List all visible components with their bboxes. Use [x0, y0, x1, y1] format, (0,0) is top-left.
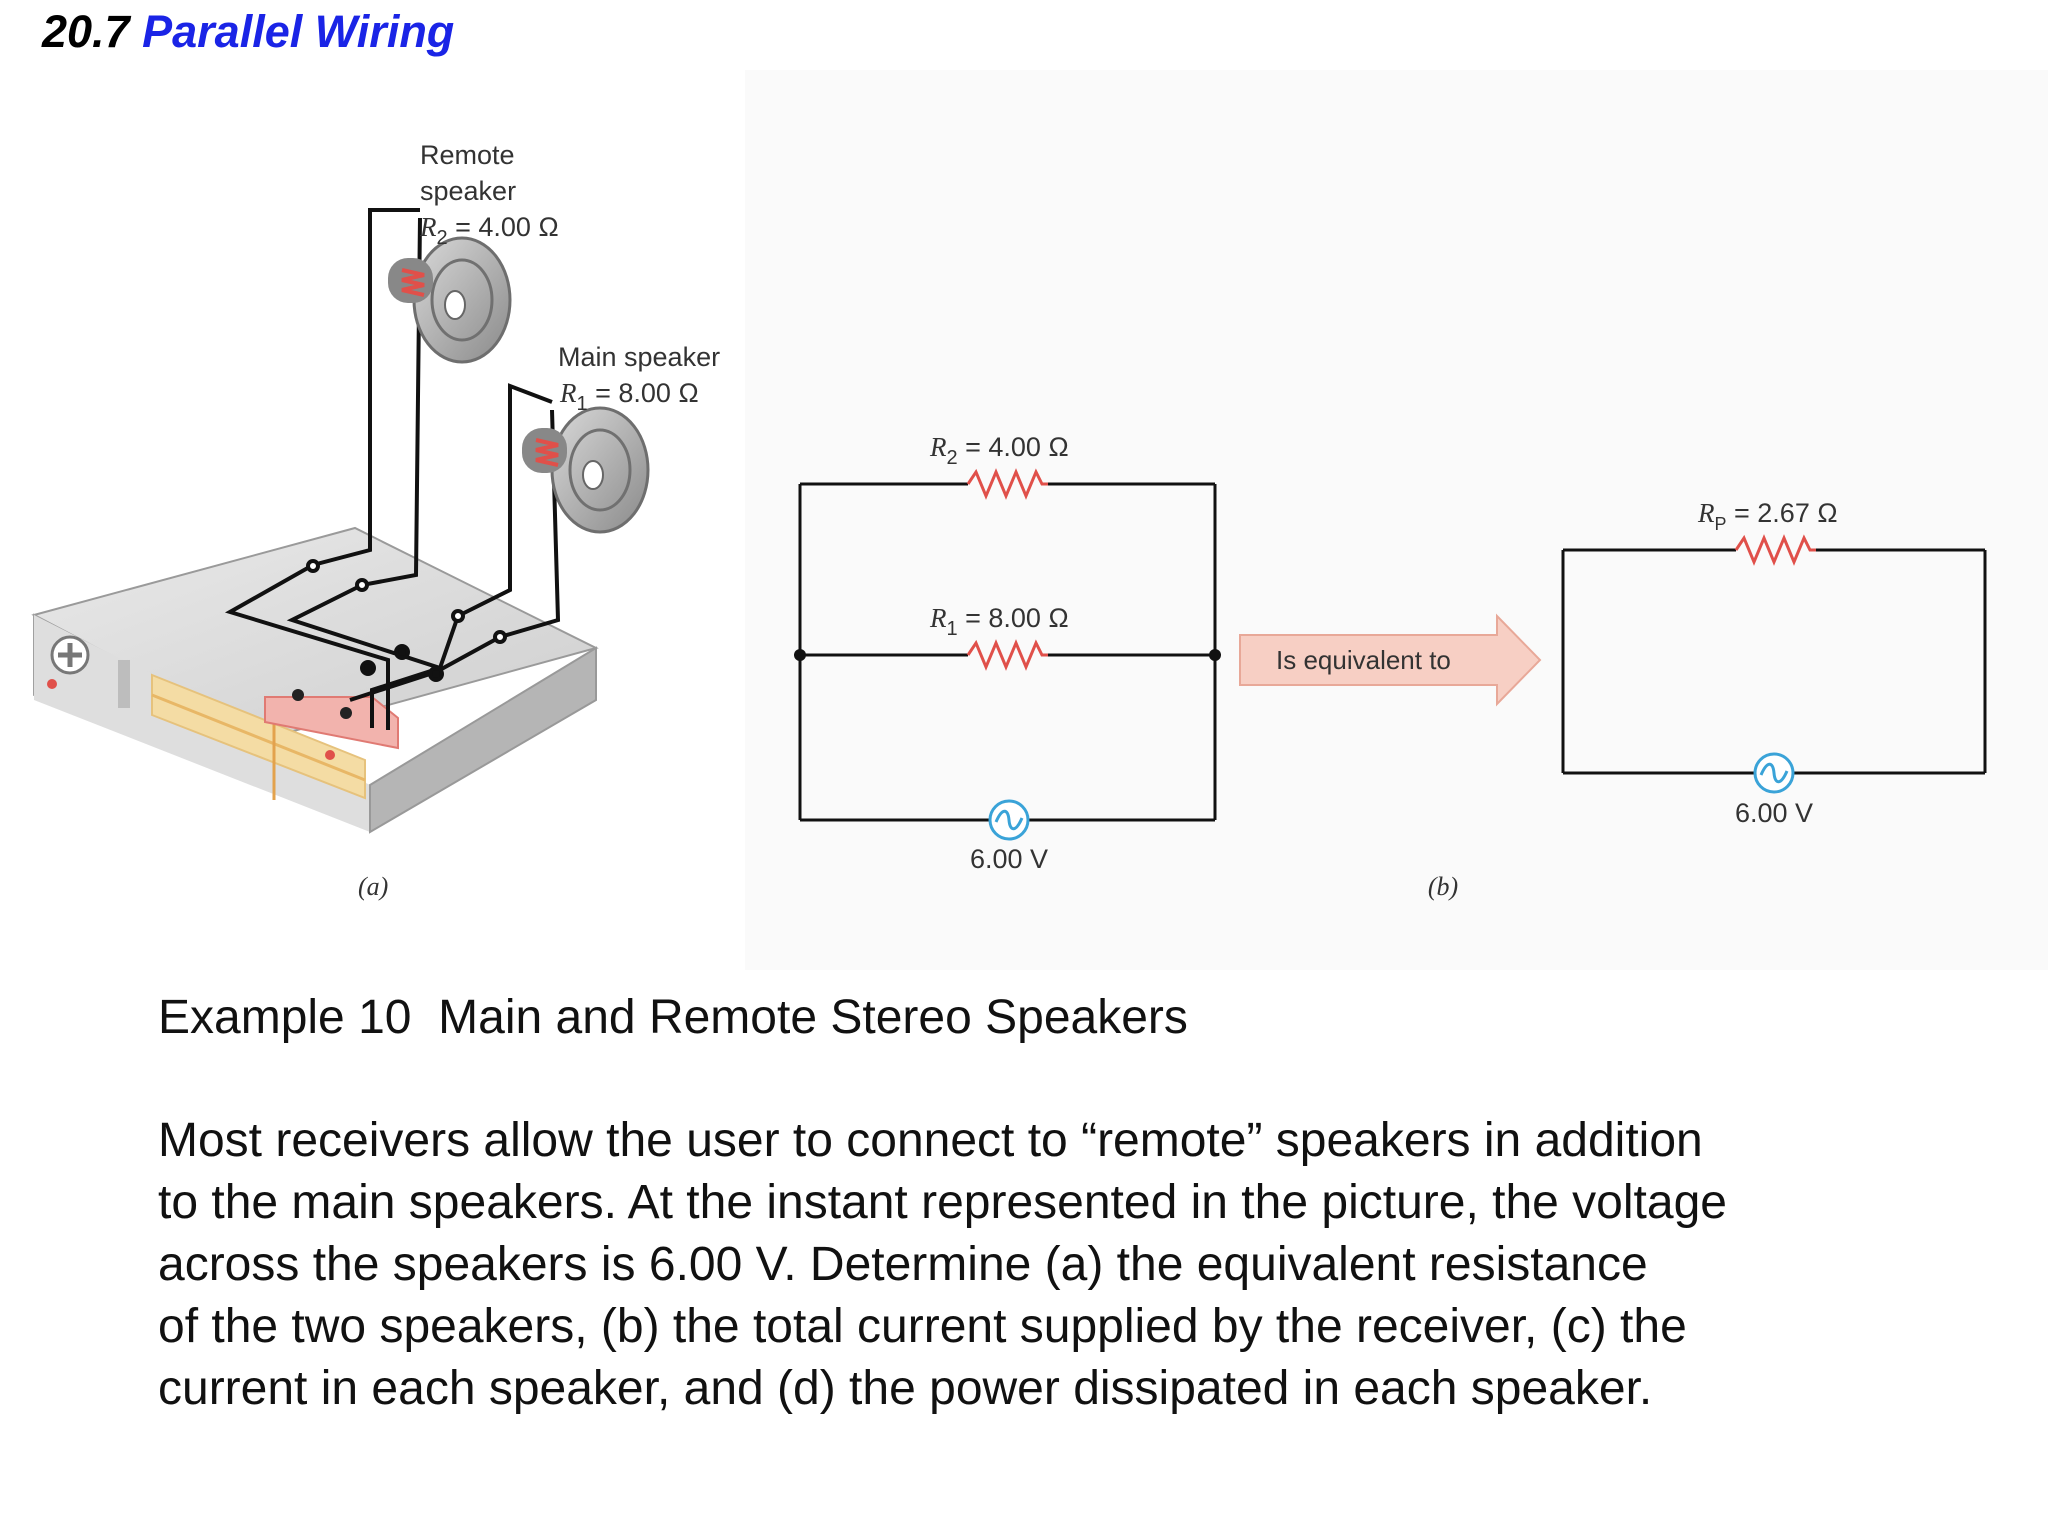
- figure-a-caption: (a): [358, 872, 388, 901]
- source-wave: [994, 809, 1024, 831]
- r1-subscript: 1: [577, 393, 588, 415]
- circuit-node-left: [794, 649, 806, 661]
- arrow-label: Is equivalent to: [1276, 645, 1451, 675]
- r2-subscript: 2: [947, 447, 958, 469]
- section-number: 20.7: [42, 6, 130, 57]
- main-speaker-coil: [535, 438, 559, 467]
- r2-value: = 4.00 Ω: [958, 432, 1069, 462]
- r1-resistor-symbol: [966, 639, 1048, 671]
- remote-speaker-coil: [401, 268, 425, 297]
- r1-symbol: R: [929, 603, 947, 633]
- problem-statement: Most receivers allow the user to connect…: [158, 1110, 1938, 1420]
- receiver-wiring: [224, 208, 561, 730]
- rp-resistor-symbol: [1734, 534, 1816, 566]
- wire-junction: [394, 644, 410, 660]
- speaker-dome: [444, 290, 466, 320]
- r2-subscript: 2: [437, 227, 448, 249]
- problem-line: across the speakers is 6.00 V. Determine…: [158, 1238, 1648, 1291]
- circuit-r1-label: R1 = 8.00 Ω: [929, 603, 1069, 640]
- wire-clip: [355, 578, 369, 592]
- rp-label: RP = 2.67 Ω: [1697, 498, 1838, 534]
- r1-symbol: R: [559, 378, 577, 408]
- equivalent-voltage-label: 6.00 V: [1735, 798, 1813, 828]
- rp-value: = 2.67 Ω: [1727, 498, 1838, 528]
- r2-symbol: R: [419, 212, 437, 242]
- main-speaker-resistance: R1 = 8.00 Ω: [559, 378, 699, 415]
- wire-clip: [493, 630, 507, 644]
- receiver-illustration: [31, 526, 599, 834]
- main-speaker-label: Main speaker: [558, 342, 720, 372]
- power-knob-mark: [58, 643, 82, 667]
- speaker-dome: [582, 460, 604, 490]
- problem-line: of the two speakers, (b) the total curre…: [158, 1300, 1687, 1353]
- remote-speaker-illustration: [388, 236, 512, 364]
- wire-junction: [360, 660, 376, 676]
- section-name: Parallel Wiring: [142, 6, 455, 57]
- equivalence-arrow: Is equivalent to: [1239, 613, 1542, 707]
- remote-speaker-label-line1: Remote: [420, 140, 515, 170]
- main-speaker-illustration: [522, 406, 650, 534]
- problem-line: Most receivers allow the user to connect…: [158, 1114, 1703, 1167]
- rp-subscript: P: [1715, 514, 1727, 534]
- rp-symbol: R: [1697, 498, 1715, 528]
- wire-main-a: [438, 383, 553, 669]
- wire-clip: [451, 609, 465, 623]
- wire-remote-b: [286, 217, 447, 728]
- slide-title: 20.7 Parallel Wiring: [42, 6, 454, 58]
- problem-line: to the main speakers. At the instant rep…: [158, 1176, 1727, 1229]
- terminal-right: [340, 707, 352, 719]
- problem-line: current in each speaker, and (d) the pow…: [158, 1362, 1653, 1415]
- arrow-shape: [1239, 613, 1542, 707]
- example-title: Example 10 Main and Remote Stereo Speake…: [158, 991, 1188, 1044]
- remote-speaker-resistance: R2 = 4.00 Ω: [419, 212, 559, 249]
- front-buttons: [118, 660, 130, 708]
- front-led: [325, 750, 335, 760]
- display-stripe: [151, 693, 366, 782]
- r2-symbol: R: [929, 432, 947, 462]
- equivalent-source-wave: [1759, 762, 1789, 784]
- parallel-circuit: [798, 468, 1217, 841]
- r1-subscript: 1: [947, 618, 958, 640]
- speaker-inner: [568, 428, 632, 512]
- r1-value: = 8.00 Ω: [958, 603, 1069, 633]
- figure-b: R2 = 4.00 Ω R1 = 8.00 Ω 6.00 V Is equiva…: [794, 432, 1987, 901]
- r2-resistor-symbol: [966, 468, 1048, 500]
- equivalent-circuit: [1561, 534, 1987, 794]
- receiver-side: [369, 646, 597, 834]
- remote-speaker-label-line2: speaker: [420, 176, 516, 206]
- terminal-left: [292, 689, 304, 701]
- wire-junction: [428, 666, 444, 682]
- circuit-voltage-label: 6.00 V: [970, 844, 1048, 874]
- r2-value: = 4.00 Ω: [448, 212, 559, 242]
- circuit-node-right: [1209, 649, 1221, 661]
- r1-value: = 8.00 Ω: [588, 378, 699, 408]
- figure-a: Remote speaker R2 = 4.00 Ω Main speaker …: [31, 140, 720, 901]
- wire-clip: [306, 559, 320, 573]
- circuit-r2-label: R2 = 4.00 Ω: [929, 432, 1069, 469]
- figure-b-caption: (b): [1428, 872, 1458, 901]
- speaker-inner: [430, 258, 494, 342]
- power-led: [47, 679, 57, 689]
